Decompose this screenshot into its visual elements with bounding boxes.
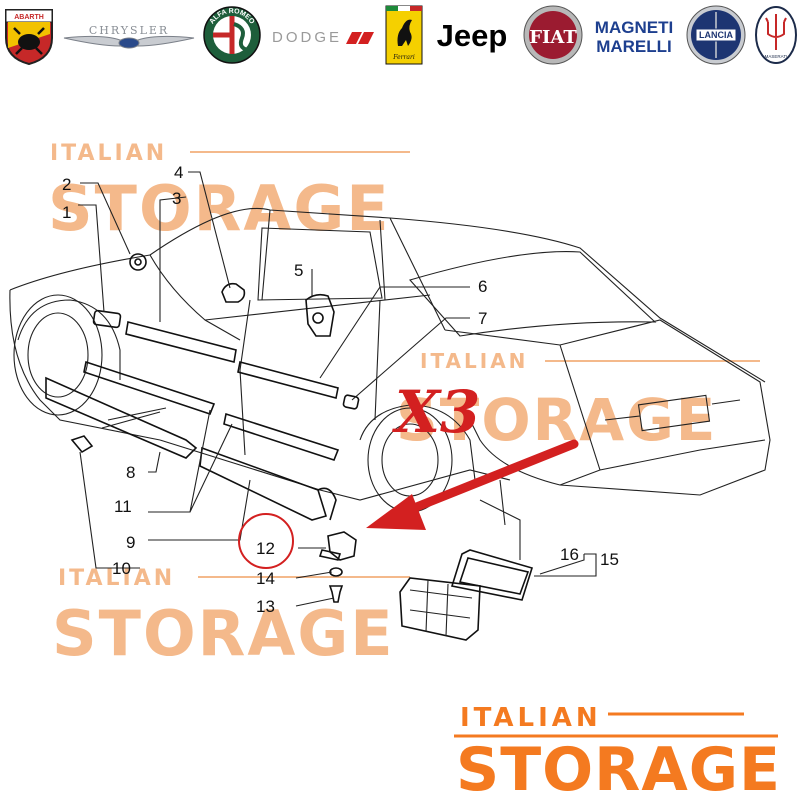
maserati-logo: MASERATI [754,4,798,66]
fiat-logo: FIAT [522,4,584,66]
watermark-top-line2: STORAGE [48,172,391,245]
magneti-marelli-label-1: MAGNETI [595,18,673,37]
jeep-logo: Jeep [428,4,516,66]
callout-8: 8 [126,463,135,482]
dodge-logo: DODGE [268,4,378,66]
maserati-label: MASERATI [765,54,788,59]
callout-numbers: 1 2 3 4 5 6 7 8 9 10 11 12 13 14 15 16 [62,163,619,616]
part-13-screw [328,585,344,603]
dodge-label: DODGE [272,29,342,46]
footer-logo: ITALIAN STORAGE [448,700,788,801]
brand-logo-bar: ABARTH CHRYSLER ALFA ROMEO DODGE [0,0,800,72]
jeep-label: Jeep [437,18,508,53]
red-arrow-shaft [399,439,579,517]
abarth-logo: ABARTH [2,4,56,66]
part-9-rocker-trim [199,446,337,521]
part-8-sill-cover [45,376,198,459]
part-12-highlight-circle [238,513,294,569]
watermark-top: ITALIAN STORAGE [48,141,410,245]
part-2-clip [129,253,147,271]
part-11-moldings [83,360,340,461]
magneti-marelli-label-2: MARELLI [596,37,672,56]
part-7-clip [342,394,360,410]
abarth-label: ABARTH [14,14,44,21]
callout-2: 2 [62,175,71,194]
lancia-logo: LANCIA [684,4,748,66]
callout-15: 15 [600,550,619,569]
callout-10: 10 [112,559,131,578]
red-arrow-head [366,494,426,530]
callout-9: 9 [126,533,135,552]
highlight-annotation: X3 [238,378,579,569]
callout-13: 13 [256,597,275,616]
chrysler-label: CHRYSLER [89,24,169,37]
part-4-clip [221,282,246,303]
callout-7: 7 [478,309,487,328]
ferrari-label: Ferrari [392,54,415,61]
part-10-clip [70,435,94,454]
callout-1: 1 [62,203,71,222]
ferrari-logo: Ferrari [384,4,424,66]
callout-12: 12 [256,539,275,558]
quantity-label: X3 [391,378,480,446]
leader-lines [78,171,597,607]
watermark-bottom-line2: STORAGE [52,597,395,670]
alfa-romeo-logo: ALFA ROMEO [202,4,262,66]
callout-4: 4 [174,163,183,182]
callout-3: 3 [172,189,181,208]
watermark-bottom: ITALIAN STORAGE [52,566,410,670]
chrysler-logo: CHRYSLER [62,4,196,66]
part-16-gasket [450,549,534,601]
fiat-label: FIAT [529,27,577,48]
footer-logo-line1: ITALIAN [460,703,602,733]
watermark-top-line1: ITALIAN [50,141,167,166]
callout-6: 6 [478,277,487,296]
part-3-molding [125,321,237,363]
watermark-mid-line1: ITALIAN [420,349,528,373]
callout-11: 11 [114,497,132,516]
callout-14: 14 [256,569,275,588]
callout-16: 16 [560,545,579,564]
car-outline [9,207,771,560]
part-15-vent-grille [399,577,481,641]
part-12-bracket [318,531,357,561]
part-5-retainer [305,293,335,337]
footer-logo-line2: STORAGE [456,735,781,796]
callout-5: 5 [294,261,303,280]
lancia-label: LANCIA [699,30,733,40]
part-1-badge [92,309,122,329]
watermark-bottom-line1: ITALIAN [58,566,175,591]
part-6-molding [237,361,339,399]
magneti-marelli-logo: MAGNETI MARELLI [588,4,680,66]
